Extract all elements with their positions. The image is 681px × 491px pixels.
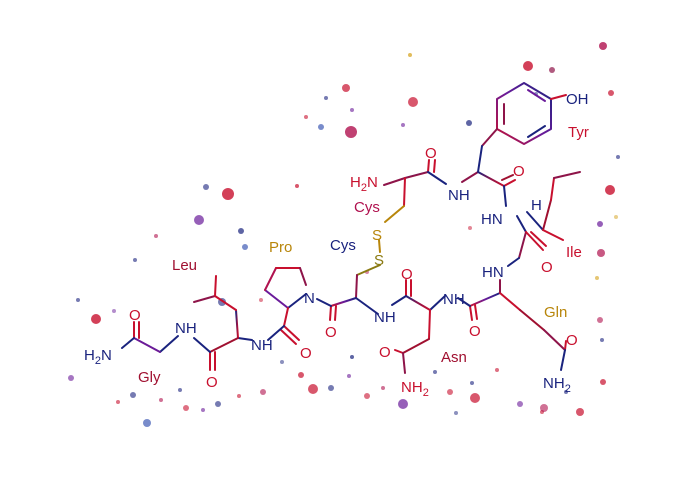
residue-pro: Pro [269,239,292,256]
atom-nh-pro: NH [251,337,273,354]
atom-o-gln-side: O [566,332,578,349]
atom-labels: OH H2N O NH O HN H S S O HN N O NH O NH … [84,91,589,399]
atom-o-ile: O [541,259,553,276]
atom-h2n-gly: H2N [84,347,112,367]
atom-o-asn: O [401,266,413,283]
residue-cys-bottom: Cys [330,237,356,254]
residue-cys-top: Cys [354,199,380,216]
atom-nh-leu-gly: NH [175,320,197,337]
atom-h2n-top: H2N [350,174,378,194]
atom-o-gln: O [469,323,481,340]
residue-gly: Gly [138,369,161,386]
atom-o-cys-bottom: O [325,324,337,341]
atom-h-ile: H [531,197,542,214]
atom-hn-gln: HN [482,264,504,281]
atom-nh-cys-tyr: NH [448,187,470,204]
splatter-dots [68,42,620,427]
atom-oh: OH [566,91,589,108]
atom-o-pro: O [300,345,312,362]
atom-o-gly: O [129,307,141,324]
atom-hn-ile: HN [481,211,503,228]
residue-labels: Tyr Cys Ile Cys Pro Leu Gly Asn Gln [138,124,589,386]
atom-nh-cys-asn: NH [374,309,396,326]
bond-skeleton [121,82,581,374]
atom-s1: S [372,227,382,244]
atom-nh2-asn: NH2 [401,379,429,399]
atom-s2: S [374,252,384,269]
atom-o-asn-side: O [379,344,391,361]
residue-tyr: Tyr [568,124,589,141]
atom-n-pro: N [304,290,315,307]
residue-leu: Leu [172,257,197,274]
residue-gln: Gln [544,304,567,321]
atom-nh-asn-gln: NH [443,291,465,308]
atom-o-cys-top: O [425,145,437,162]
atom-o-leu: O [206,374,218,391]
atom-o-tyr: O [513,163,525,180]
residue-asn: Asn [441,349,467,366]
atom-nh2-gln: NH2 [543,375,571,395]
residue-ile: Ile [566,244,582,261]
